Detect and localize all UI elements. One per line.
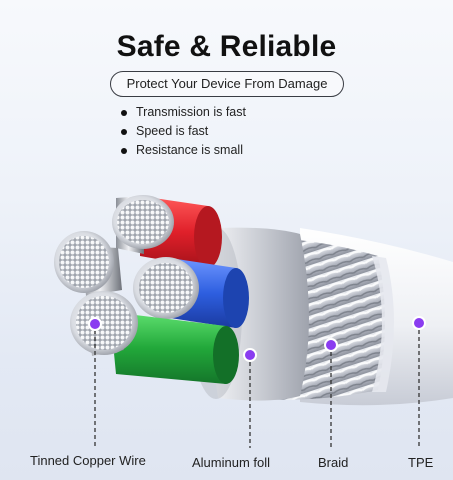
copper-strands-icon — [59, 236, 109, 288]
copper-strands-icon — [139, 263, 193, 313]
feature-text: Speed is fast — [136, 124, 209, 138]
label-aluminum-foil: Aluminum foll — [192, 455, 271, 470]
green-wire-insulation — [110, 312, 238, 384]
bullet-dot-icon — [121, 109, 127, 116]
label-tpe: TPE — [408, 455, 434, 470]
feature-text: Resistance is small — [136, 143, 243, 157]
page-title: Safe & Reliable — [116, 30, 337, 63]
copper-strands-icon — [117, 200, 169, 244]
feature-text: Transmission is fast — [136, 105, 246, 119]
bullet-dot-icon — [121, 128, 127, 135]
subtitle-pill: Protect Your Device From Damage — [110, 71, 344, 97]
foil-marker-icon — [243, 348, 257, 362]
callout-markers — [88, 316, 426, 362]
copper-strands-icon — [76, 296, 132, 350]
feature-item: Speed is fast — [121, 122, 246, 141]
label-tinned-copper-wire: Tinned Copper Wire — [30, 453, 146, 468]
feature-item: Resistance is small — [121, 141, 246, 160]
braid-marker-icon — [324, 338, 338, 352]
label-braid: Braid — [318, 455, 349, 470]
feature-list: Transmission is fast Speed is fast Resis… — [121, 103, 246, 160]
bullet-dot-icon — [121, 147, 127, 154]
copper-marker-icon — [88, 317, 102, 331]
tpe-marker-icon — [412, 316, 426, 330]
feature-item: Transmission is fast — [121, 103, 246, 122]
